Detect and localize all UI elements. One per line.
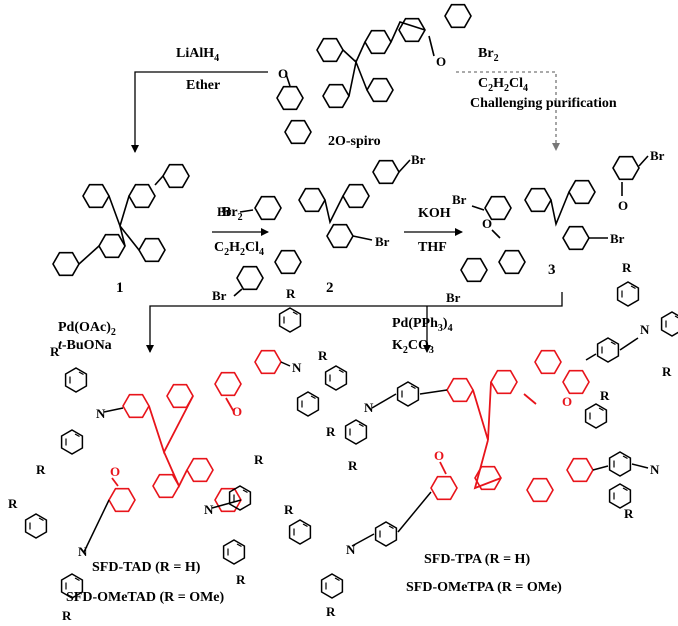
r-atom: R: [236, 572, 246, 587]
r-atom: R: [284, 502, 294, 517]
br-atom: Br: [650, 148, 665, 163]
compound-label-sfd-tpa: SFD-TPA (R = H): [424, 552, 531, 567]
n-atom: N: [204, 502, 214, 517]
arrow-step-a: [131, 71, 268, 153]
r-atom: R: [348, 458, 358, 473]
r-atom: R: [286, 286, 296, 301]
n-atom: N: [364, 400, 374, 415]
compound-label-sfd-tad: SFD-TAD (R = H): [92, 560, 201, 575]
sfd-tpa-core: [430, 349, 594, 503]
r-atom: R: [326, 424, 336, 439]
sfd-tad-core: [108, 349, 282, 513]
step-c-solvent: C2H2Cl4: [214, 240, 265, 258]
compound-2o-spiro-structure: [276, 3, 472, 145]
r-atom: R: [326, 604, 336, 619]
step-e-catalyst: Pd(OAc)2: [58, 320, 116, 338]
step-b-reagent: Br2: [478, 46, 499, 64]
o-atom: O: [110, 464, 120, 479]
step-e-base: t-BuONa: [58, 338, 112, 353]
step-c-reagent: Br2: [222, 205, 243, 223]
o-atom: O: [278, 66, 288, 81]
n-atom: N: [292, 360, 302, 375]
compound-2-structure: [233, 159, 411, 297]
step-f-catalyst: Pd(PPh3)4: [392, 316, 453, 334]
r-atom: R: [624, 506, 634, 521]
r-atom: R: [600, 388, 610, 403]
compound-1-structure: [52, 163, 190, 277]
n-atom: N: [346, 542, 356, 557]
step-b-note: Challenging purification: [470, 96, 617, 111]
r-atom: R: [318, 348, 328, 363]
n-atom: N: [78, 544, 88, 559]
br-atom: Br: [411, 152, 426, 167]
step-b-solvent: C2H2Cl4: [478, 76, 529, 94]
compound-number-3: 3: [548, 262, 556, 278]
r-atom: R: [8, 496, 18, 511]
sfd-tad-aryl-groups: [24, 307, 320, 599]
arrows: [131, 71, 563, 353]
o-atom: O: [618, 198, 628, 213]
br-atom: Br: [452, 192, 467, 207]
compound-number-2: 2: [326, 280, 334, 296]
br-atom: Br: [610, 231, 625, 246]
o-atom: O: [434, 448, 444, 463]
r-atom: R: [36, 462, 46, 477]
br-atom: Br: [212, 288, 227, 303]
compound-number-1: 1: [116, 280, 124, 296]
compound-3-structure: [460, 155, 649, 283]
r-atom: R: [62, 608, 72, 623]
compound-label-2o-spiro: 2O-spiro: [328, 134, 381, 149]
r-atom: R: [622, 260, 632, 275]
n-atom: N: [96, 406, 106, 421]
br-atom: Br: [446, 290, 461, 305]
n-atom: N: [650, 462, 660, 477]
r-atom: R: [50, 344, 60, 359]
step-f-base: K2CO3: [392, 338, 434, 356]
n-atom: N: [640, 322, 650, 337]
arrow-branch: [146, 292, 563, 353]
r-atom: R: [254, 452, 264, 467]
br-atom: Br: [375, 234, 390, 249]
compound-label-sfd-ometpa: SFD-OMeTPA (R = OMe): [406, 580, 562, 595]
step-a-solvent: Ether: [186, 78, 221, 93]
sfd-tpa-aryl-groups: [288, 281, 678, 599]
br-atom: Br: [217, 204, 232, 219]
step-d-solvent: THF: [418, 240, 447, 255]
arrow-step-b: [456, 71, 560, 151]
o-atom: O: [232, 404, 242, 419]
o-atom: O: [562, 394, 572, 409]
step-d-reagent: KOH: [418, 206, 451, 221]
compound-label-sfd-ometad: SFD-OMeTAD (R = OMe): [66, 590, 225, 605]
o-atom: O: [482, 216, 492, 231]
step-a-reagent: LiAlH4: [176, 46, 220, 64]
o-atom: O: [436, 54, 446, 69]
r-atom: R: [662, 364, 672, 379]
